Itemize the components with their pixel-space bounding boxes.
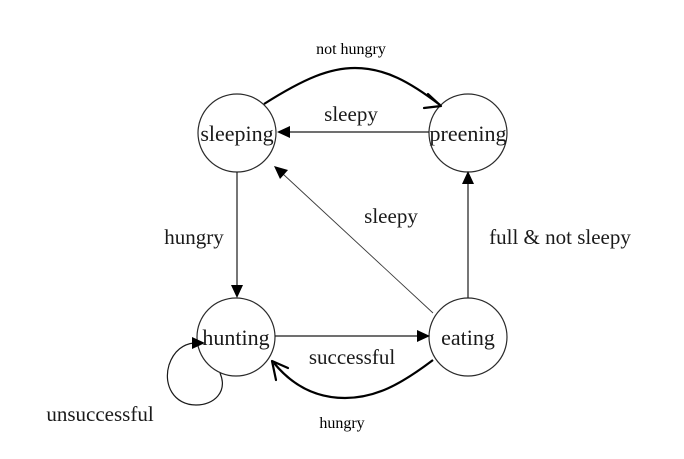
- edge-eating-to-sleeping-arrowhead: [274, 166, 288, 179]
- edge-preening-to-sleeping-label: sleepy: [324, 102, 378, 126]
- edge-eating-to-sleeping: sleepy: [274, 166, 434, 314]
- edge-eating-to-hunting-label: hungry: [319, 415, 364, 432]
- edge-hunting-to-eating-label: successful: [309, 345, 395, 369]
- edge-sleeping-to-preening-arrowhead: [422, 92, 443, 110]
- state-preening: preening: [428, 93, 508, 173]
- edge-eating-to-hunting-line: [273, 359, 434, 400]
- edge-eating-to-sleeping-label: sleepy: [364, 204, 418, 228]
- edge-eating-to-sleeping-line: [282, 173, 434, 314]
- state-hunting-circle: [196, 297, 276, 377]
- state-hunting-label: hunting: [202, 325, 269, 350]
- edge-sleeping-to-hunting: hungry: [164, 172, 243, 298]
- state-eating-label: eating: [441, 325, 495, 350]
- edge-eating-to-hunting-arrowhead: [270, 359, 290, 382]
- edge-hunting-self-loop-line: [166, 342, 223, 406]
- edge-hunting-to-eating: successful: [275, 330, 430, 369]
- state-preening-label: preening: [430, 121, 507, 146]
- state-sleeping-label: sleeping: [200, 121, 273, 146]
- state-eating: eating: [428, 297, 508, 377]
- edge-eating-to-preening-arrowhead: [462, 171, 474, 184]
- edge-hunting-self-loop-arrowhead: [192, 337, 205, 349]
- edge-eating-to-preening: full & not sleepy: [462, 171, 631, 298]
- edge-sleeping-to-hunting-arrowhead: [231, 285, 243, 298]
- edge-hunting-to-eating-arrowhead: [417, 330, 430, 342]
- edge-sleeping-to-preening: not hungry: [263, 41, 443, 110]
- edge-sleeping-to-preening-line: [263, 66, 441, 106]
- state-hunting: hunting: [196, 297, 276, 377]
- edge-sleeping-to-preening-label: not hungry: [316, 41, 386, 58]
- edge-sleeping-to-hunting-label: hungry: [164, 225, 224, 249]
- edge-hunting-self-loop: unsuccessful: [46, 337, 223, 426]
- state-sleeping: sleeping: [197, 93, 277, 173]
- edge-preening-to-sleeping: sleepy: [277, 102, 429, 138]
- edge-preening-to-sleeping-arrowhead: [277, 126, 290, 138]
- edge-eating-to-preening-label: full & not sleepy: [489, 225, 631, 249]
- edge-hunting-self-loop-label: unsuccessful: [46, 402, 153, 426]
- edge-eating-to-hunting: hungry: [270, 359, 434, 432]
